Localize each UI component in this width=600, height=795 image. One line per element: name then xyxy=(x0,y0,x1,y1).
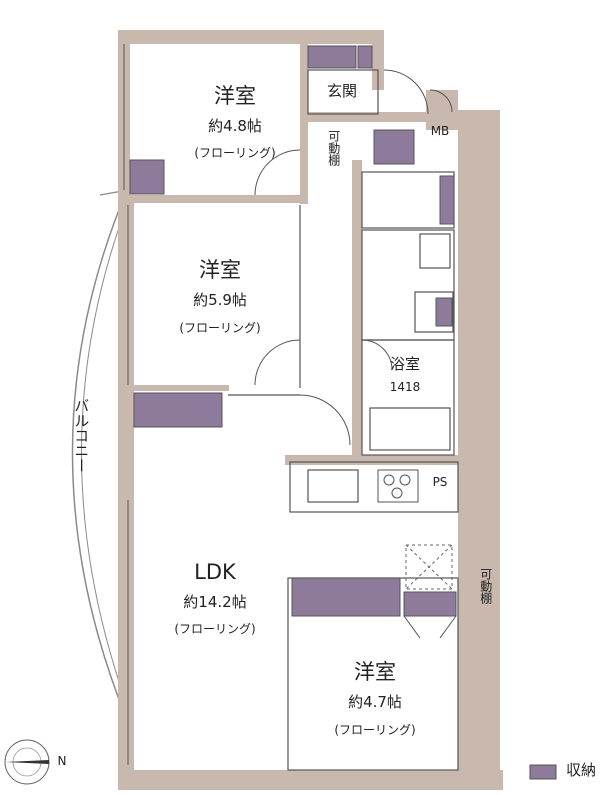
balcony-outline-inner xyxy=(81,204,128,706)
refrigerator-space xyxy=(405,544,453,590)
compass-rose xyxy=(4,739,50,785)
movable-shelf-label-1: 可動棚 xyxy=(326,130,341,166)
burner-1 xyxy=(383,474,395,486)
wall-left-lower xyxy=(118,395,134,790)
wall-top xyxy=(118,30,383,44)
refrigerator-box xyxy=(405,544,453,590)
wall-room2-bottom xyxy=(134,385,229,391)
balcony-outline-outer xyxy=(71,189,128,721)
burner-2 xyxy=(399,474,411,486)
storage-room2 xyxy=(133,392,223,428)
window-lines xyxy=(123,44,129,765)
wall-room1-bottom xyxy=(130,195,305,203)
movable-shelf-label-2: 可動棚 xyxy=(478,568,493,604)
storage-room3 xyxy=(291,577,401,617)
room-western3-floor: (フローリング) xyxy=(334,723,416,737)
sink xyxy=(307,469,359,503)
door-mb xyxy=(429,89,453,113)
door-entrance xyxy=(383,69,429,115)
compass-needle xyxy=(5,760,49,764)
walls xyxy=(118,30,503,790)
room-ldk-floor: (フローリング) xyxy=(174,622,256,636)
wall-right xyxy=(458,118,500,790)
room-western2-floor: (フローリング) xyxy=(179,321,261,335)
cooktop xyxy=(377,469,419,503)
entrance-box xyxy=(307,69,379,115)
storage-areas xyxy=(129,45,457,617)
room-ldk-size: 約14.2帖 xyxy=(183,593,247,611)
bathtub xyxy=(369,407,451,451)
burner-3 xyxy=(391,487,403,499)
bath-box xyxy=(361,339,455,456)
wall-kitchen-top xyxy=(285,455,465,465)
storage-shelf xyxy=(403,591,457,617)
kitchen-counter xyxy=(289,461,459,513)
room-western1-size: 約4.8帖 xyxy=(208,117,262,135)
door-ldk xyxy=(299,394,351,446)
room-western3-name: 洋室 xyxy=(354,660,396,684)
legend-storage-swatch xyxy=(529,764,557,780)
wall-mb xyxy=(426,90,458,130)
room-bath-size: 1418 xyxy=(389,380,421,394)
wall-room1-right xyxy=(300,44,308,204)
door-room3-storage xyxy=(403,615,457,639)
storage-toilet xyxy=(439,175,455,225)
storage-hall xyxy=(373,129,415,165)
storage-room1 xyxy=(129,159,165,195)
room-western1-name: 洋室 xyxy=(214,84,256,108)
balcony-label: バルコニー xyxy=(72,398,91,473)
room-ldk-name: LDK xyxy=(194,560,236,584)
wall-bottom xyxy=(118,770,503,790)
room-western2-name: 洋室 xyxy=(199,258,241,282)
washbasin xyxy=(419,233,451,269)
mb-label: MB xyxy=(430,124,450,138)
room-western2-size: 約5.9帖 xyxy=(193,291,247,309)
room-western3-size: 約4.7帖 xyxy=(348,693,402,711)
door-bath xyxy=(361,339,393,371)
door-room1 xyxy=(254,149,301,196)
wall-left-mid xyxy=(118,195,134,395)
legend-storage-label: 収納 xyxy=(565,761,596,779)
refrigerator-diag-2 xyxy=(405,544,453,590)
room-bath-name: 浴室 xyxy=(389,355,420,373)
cooktop-frame xyxy=(377,469,419,503)
storage-entrance xyxy=(307,45,357,69)
wall-top-right xyxy=(372,30,384,90)
room-western1-floor: (フローリング) xyxy=(194,146,276,160)
compass-direction: N xyxy=(57,754,67,768)
partitions xyxy=(228,69,459,771)
storage-washer xyxy=(435,297,453,327)
door-swings xyxy=(254,69,457,639)
door-room2 xyxy=(254,339,301,386)
room-entrance-name: 玄関 xyxy=(326,82,357,100)
wall-core-left xyxy=(352,160,362,460)
wall-entrance-bottom xyxy=(300,112,460,122)
storage-entrance-small xyxy=(357,45,373,69)
washer xyxy=(414,291,454,333)
ps-label: PS xyxy=(432,475,448,489)
